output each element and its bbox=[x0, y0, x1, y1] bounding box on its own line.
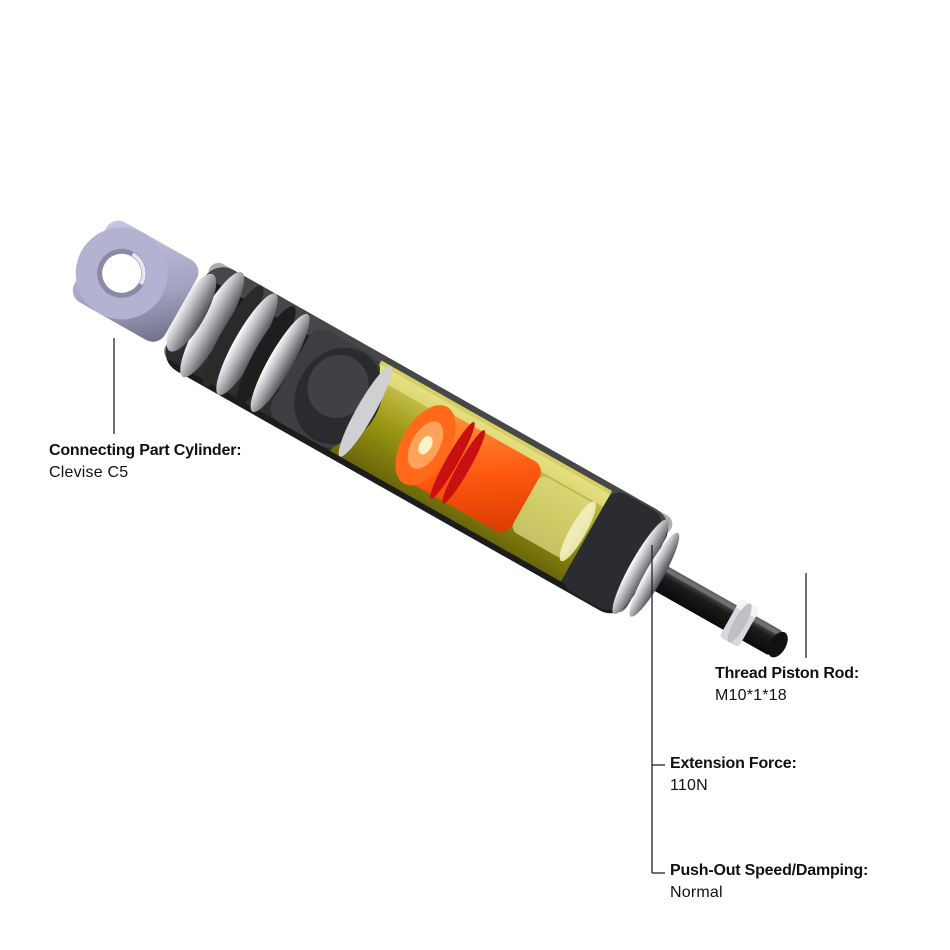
leader-lines bbox=[113, 338, 807, 874]
piston-orange bbox=[395, 405, 541, 533]
rod-end-collar bbox=[720, 598, 761, 647]
clevis-rings bbox=[166, 271, 310, 413]
callout-label: Push-Out Speed/Damping: bbox=[670, 862, 869, 879]
callout-thread-piston-rod: Thread Piston Rod: M10*1*18 bbox=[715, 663, 859, 707]
guide-sleeve bbox=[512, 476, 596, 562]
callout-label: Extension Force: bbox=[670, 755, 797, 772]
callout-label: Connecting Part Cylinder: bbox=[49, 442, 242, 459]
callout-label: Thread Piston Rod: bbox=[715, 665, 859, 682]
tube-end-cap bbox=[563, 492, 680, 617]
callout-value: Clevise C5 bbox=[49, 464, 129, 481]
callout-value: Normal bbox=[670, 884, 723, 901]
inner-plug bbox=[270, 329, 393, 457]
clevis-eye bbox=[72, 220, 199, 342]
callout-value: M10*1*18 bbox=[715, 687, 787, 704]
callout-connecting-part: Connecting Part Cylinder: Clevise C5 bbox=[49, 440, 242, 484]
callout-extension-force: Extension Force: 110N bbox=[670, 753, 797, 797]
callout-push-out-speed: Push-Out Speed/Damping: Normal bbox=[670, 860, 868, 904]
callout-value: 110N bbox=[670, 777, 708, 794]
